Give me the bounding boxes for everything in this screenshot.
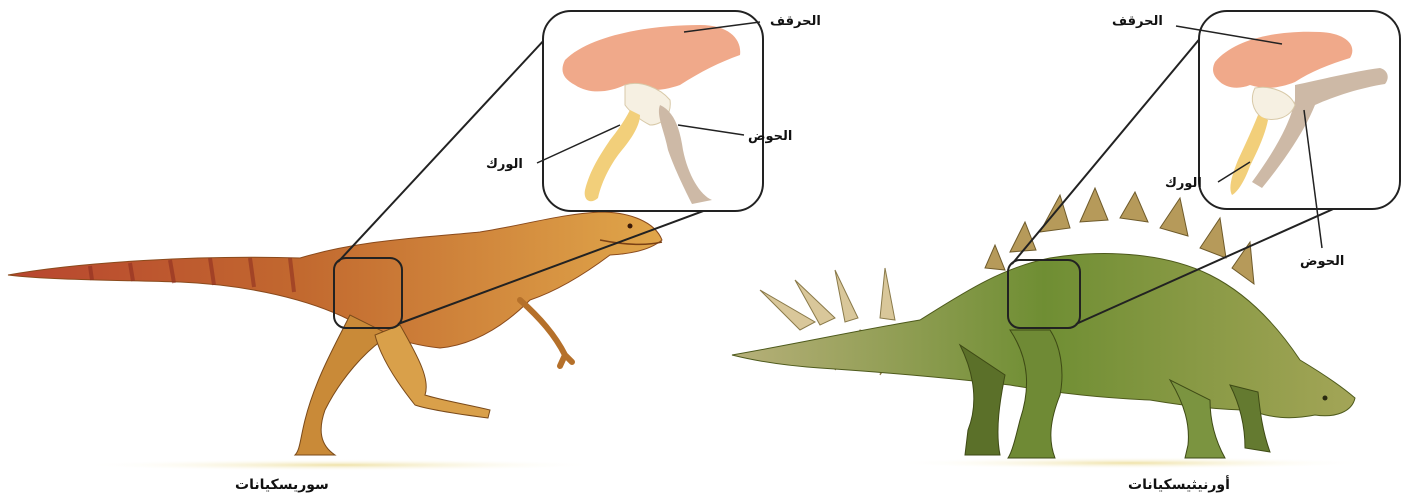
ornithischian-figure [732,11,1400,469]
theropod-eye [628,224,633,229]
ground-shadow-right [890,457,1370,469]
label-ischium-left: الورك [486,158,523,171]
label-ischium-right: الورك [1165,177,1202,190]
label-ilium-right: الحرقف [1112,15,1163,28]
caption-saurischian: سوريسكيانات [235,478,329,492]
stegosaur-eye [1323,396,1328,401]
saurischian-figure [8,11,763,471]
theropod-arm [520,300,572,366]
label-pubis-right: الحوض [1300,255,1344,268]
label-pubis-left: الحوض [748,130,792,143]
caption-ornithischian: أورنيثيسكيانات [1128,478,1230,492]
ground-shadow-left [80,459,600,471]
label-ilium-left: الحرقف [770,15,821,28]
